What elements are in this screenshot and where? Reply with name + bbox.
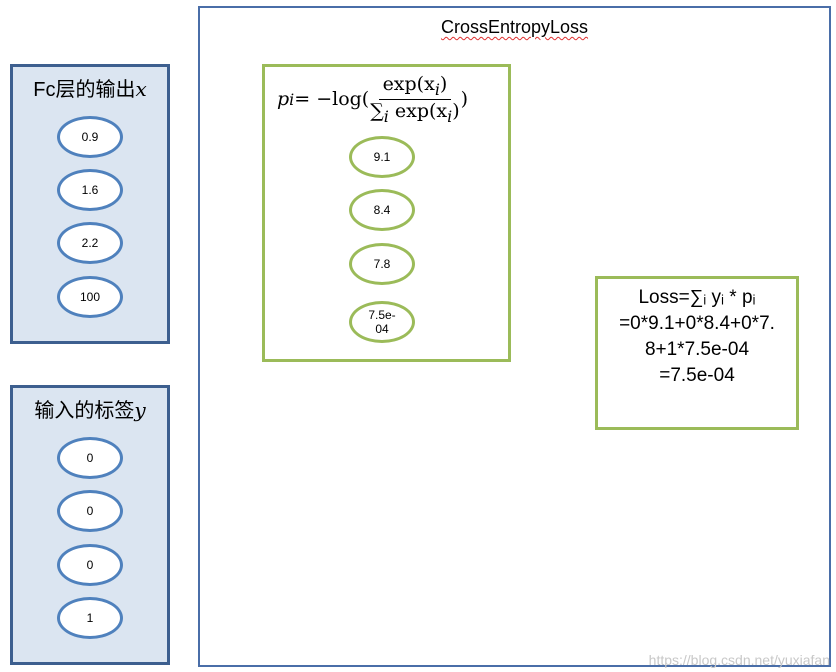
main-title: CrossEntropyLoss (440, 17, 589, 37)
prob-node: 9.1 (349, 136, 415, 178)
loss-line: 8+1*7.5e-04 (644, 339, 750, 360)
fc-output-node: 0.9 (57, 116, 123, 158)
loss-line: =7.5e-04 (659, 365, 735, 386)
label-node: 1 (57, 597, 123, 639)
loss-line: Loss=∑ᵢ yᵢ * pᵢ (638, 287, 756, 308)
fc-output-title: Fc层的输出x (33, 77, 147, 101)
prob-node: 7.5e-04 (349, 301, 415, 343)
fc-output-panel: Fc层的输出x 0.9 1.6 2.2 100 (10, 64, 170, 344)
cross-entropy-loss-container: CrossEntropyLoss (198, 6, 831, 667)
label-node: 0 (57, 544, 123, 586)
labels-panel: 输入的标签y 0 0 0 1 (10, 385, 170, 665)
label-node: 0 (57, 490, 123, 532)
fc-output-node: 100 (57, 276, 123, 318)
watermark: https://blog.csdn.net/yuxiafan (648, 652, 830, 668)
prob-node: 8.4 (349, 189, 415, 231)
loss-panel: Loss=∑ᵢ yᵢ * pᵢ =0*9.1+0*8.4+0*7. 8+1*7.… (595, 276, 799, 430)
fc-output-node: 1.6 (57, 169, 123, 211)
fc-output-node: 2.2 (57, 222, 123, 264)
label-node: 0 (57, 437, 123, 479)
prob-node: 7.8 (349, 243, 415, 285)
labels-title: 输入的标签y (34, 398, 146, 422)
loss-line: =0*9.1+0*8.4+0*7. (619, 313, 775, 334)
